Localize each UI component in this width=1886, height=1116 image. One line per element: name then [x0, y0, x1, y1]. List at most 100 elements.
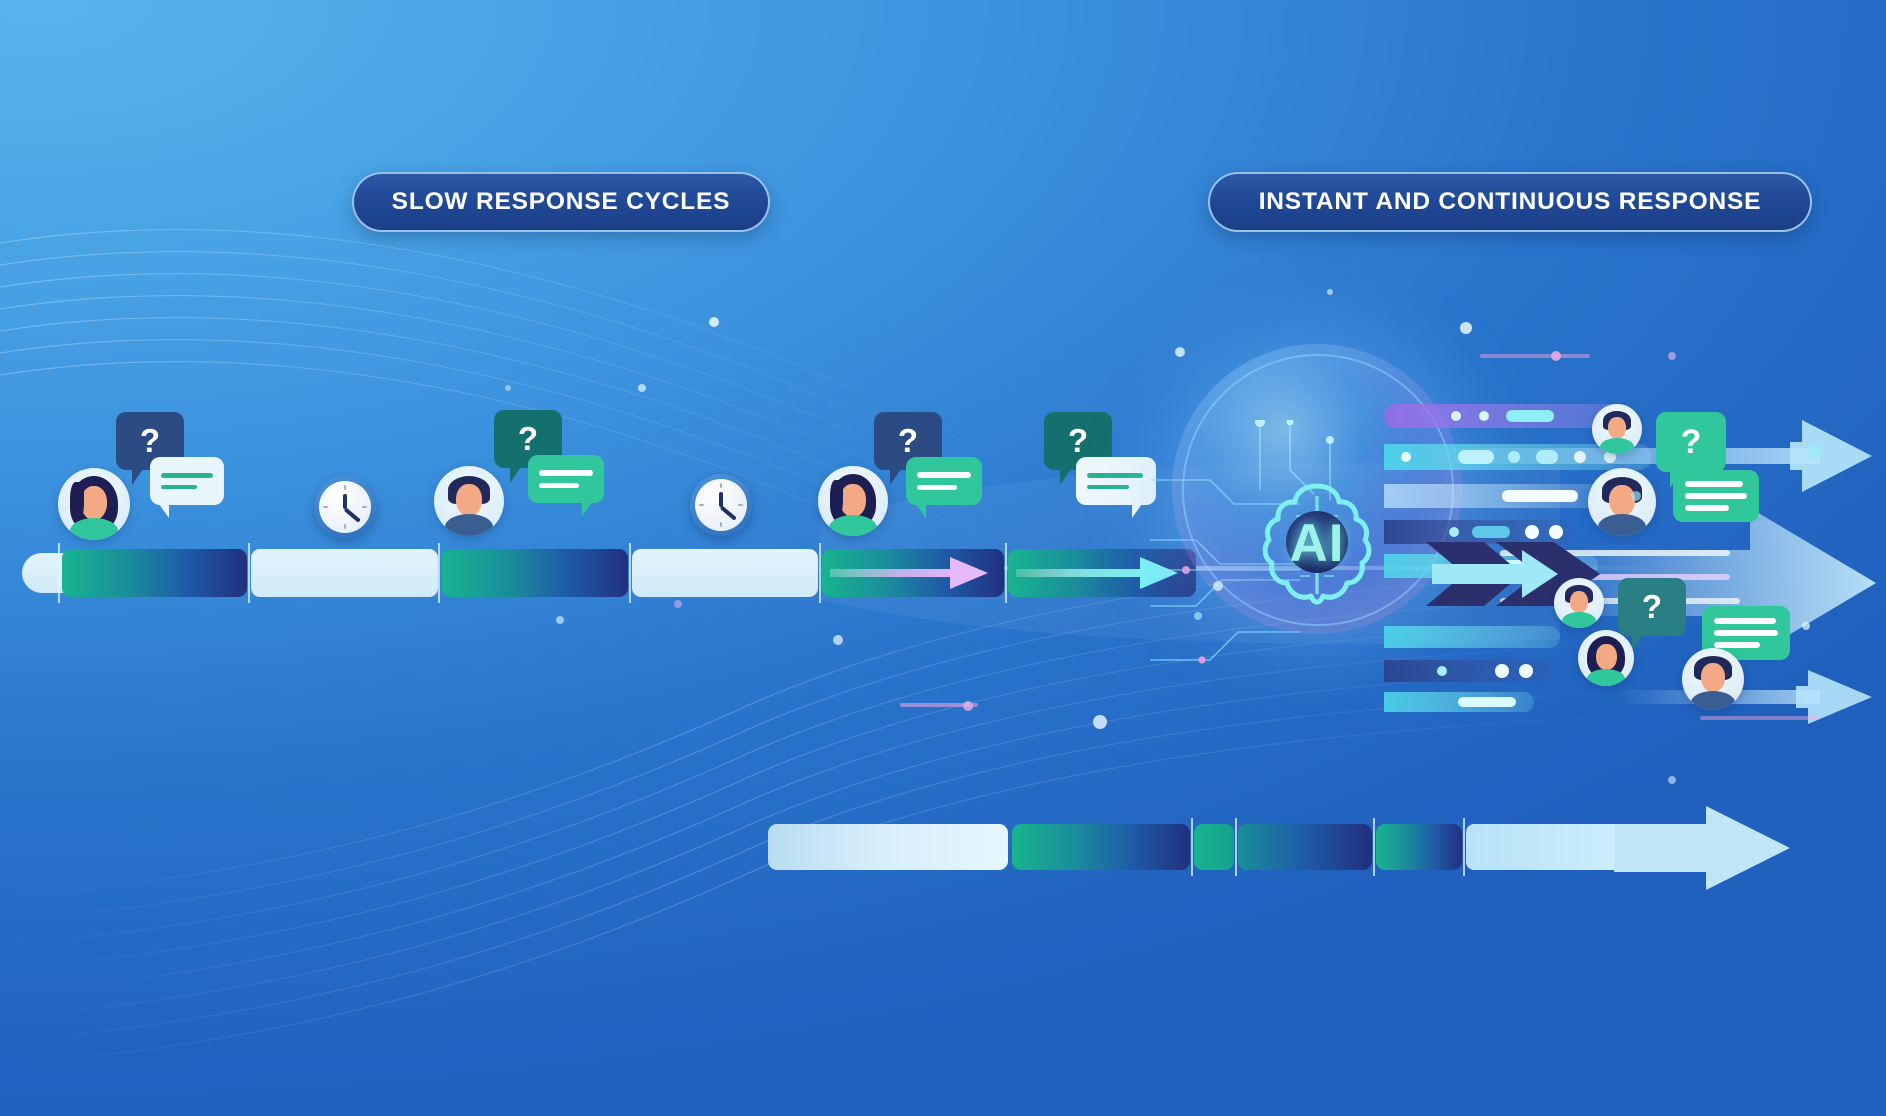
- clock-tick: [344, 485, 346, 490]
- reply-line: [539, 483, 579, 488]
- avatar-hair-side: [70, 482, 84, 524]
- avatar-face: [1701, 663, 1725, 692]
- reply-line: [161, 485, 197, 489]
- bubble-tail: [890, 469, 901, 485]
- segment-divider: [58, 543, 60, 603]
- avatar-body: [445, 514, 493, 536]
- badge-left-label: SLOW RESPONSE CYCLES: [391, 188, 731, 215]
- brain-gear-icon: [1262, 483, 1372, 605]
- bottom-timeline-segment[interactable]: [1238, 824, 1372, 870]
- badge-instant-continuous-response[interactable]: INSTANT AND CONTINUOUS RESPONSE: [1208, 172, 1812, 232]
- segment-divider: [629, 543, 631, 603]
- reply-line: [1714, 642, 1760, 648]
- reply-line: [1087, 485, 1129, 489]
- question-glyph: ?: [517, 420, 539, 457]
- avatar: [434, 466, 504, 536]
- avatar-body: [829, 515, 877, 536]
- reply-line: [917, 485, 957, 490]
- bubble-tail: [1632, 635, 1643, 651]
- question-glyph: ?: [1680, 422, 1702, 461]
- avatar-face: [1596, 644, 1617, 670]
- avatar-body: [1691, 691, 1735, 710]
- timeline-segment[interactable]: [442, 549, 628, 597]
- clock-face: [319, 481, 371, 533]
- arrow-main-icon: [1426, 542, 1600, 606]
- avatar: [818, 466, 888, 536]
- reply-bubble: [1076, 457, 1156, 518]
- bubble-tail: [510, 467, 521, 483]
- clock-icon: [690, 474, 752, 536]
- avatar: [1578, 630, 1634, 686]
- question-glyph: ?: [897, 422, 919, 459]
- badge-slow-response-cycles[interactable]: SLOW RESPONSE CYCLES: [352, 172, 770, 232]
- question-glyph: ?: [1067, 422, 1089, 459]
- clock-tick: [738, 504, 743, 506]
- clock-tick: [323, 506, 328, 508]
- bottom-timeline-segment[interactable]: [768, 824, 1008, 870]
- reply-bubble: [906, 457, 982, 518]
- badge-right-label: INSTANT AND CONTINUOUS RESPONSE: [1258, 188, 1762, 215]
- avatar: [1682, 648, 1744, 710]
- clock-face: [695, 479, 747, 531]
- clock-hand-hour: [343, 494, 347, 509]
- ai-label: AI: [1256, 500, 1378, 586]
- segment-divider: [1463, 818, 1465, 876]
- segment-divider: [438, 543, 440, 603]
- reply-line: [1714, 618, 1776, 624]
- clock-tick: [720, 522, 722, 527]
- avatar-body: [1587, 669, 1625, 686]
- clock-hand-hour: [719, 492, 723, 507]
- segment-divider: [819, 543, 821, 603]
- timeline-segment-with-arrow[interactable]: [822, 549, 1004, 597]
- avatar: [1554, 578, 1604, 628]
- clock-icon: [314, 476, 376, 538]
- timeline-segment[interactable]: [632, 549, 818, 597]
- timeline-segment[interactable]: [251, 549, 438, 597]
- avatar-hair-side: [830, 480, 843, 520]
- timeline-segment-with-arrow[interactable]: [1008, 549, 1196, 597]
- avatar-face: [1609, 485, 1635, 516]
- reply-line: [1685, 481, 1743, 487]
- bottom-timeline-segment[interactable]: [1466, 824, 1626, 870]
- reply-line: [1714, 630, 1778, 636]
- bubble-tail: [159, 504, 169, 518]
- clock-hand-minute: [343, 507, 361, 523]
- question-bubble: ?: [1618, 578, 1686, 651]
- avatar: [1588, 468, 1656, 536]
- bottom-timeline-segment[interactable]: [1376, 824, 1462, 870]
- clock-hand-minute: [719, 505, 737, 521]
- avatar-body: [1598, 514, 1646, 536]
- segment-divider: [1191, 818, 1193, 876]
- question-glyph: ?: [139, 422, 161, 459]
- question-glyph: ?: [1641, 588, 1663, 625]
- question-bubble: ?: [1656, 412, 1726, 488]
- reply-line: [1685, 505, 1729, 511]
- bottom-timeline-segment[interactable]: [1194, 824, 1234, 870]
- reply-line: [1685, 493, 1747, 499]
- avatar-face: [81, 486, 107, 520]
- avatar-face: [1608, 417, 1626, 439]
- avatar-face: [840, 484, 866, 517]
- avatar: [58, 468, 130, 540]
- bubble-tail: [1132, 504, 1142, 518]
- timeline-segment[interactable]: [62, 549, 247, 597]
- ai-label-text: AI: [1289, 513, 1345, 573]
- clock-tick: [344, 524, 346, 529]
- reply-line: [1087, 473, 1143, 478]
- clock-tick: [720, 483, 722, 488]
- avatar-face: [456, 484, 482, 516]
- segment-divider: [1235, 818, 1237, 876]
- clock-tick: [699, 504, 704, 506]
- arrow-low-right-icon: [1620, 670, 1872, 724]
- segment-divider: [1005, 543, 1007, 603]
- reply-bubble: [1673, 470, 1759, 522]
- avatar-body: [1562, 612, 1596, 628]
- reply-bubble: [528, 455, 604, 516]
- bottom-timeline-segment[interactable]: [1012, 824, 1190, 870]
- avatar-body: [70, 518, 118, 540]
- segment-divider: [1373, 818, 1375, 876]
- avatar-face: [1570, 591, 1588, 613]
- bubble-tail: [916, 504, 926, 518]
- avatar: [1592, 404, 1642, 454]
